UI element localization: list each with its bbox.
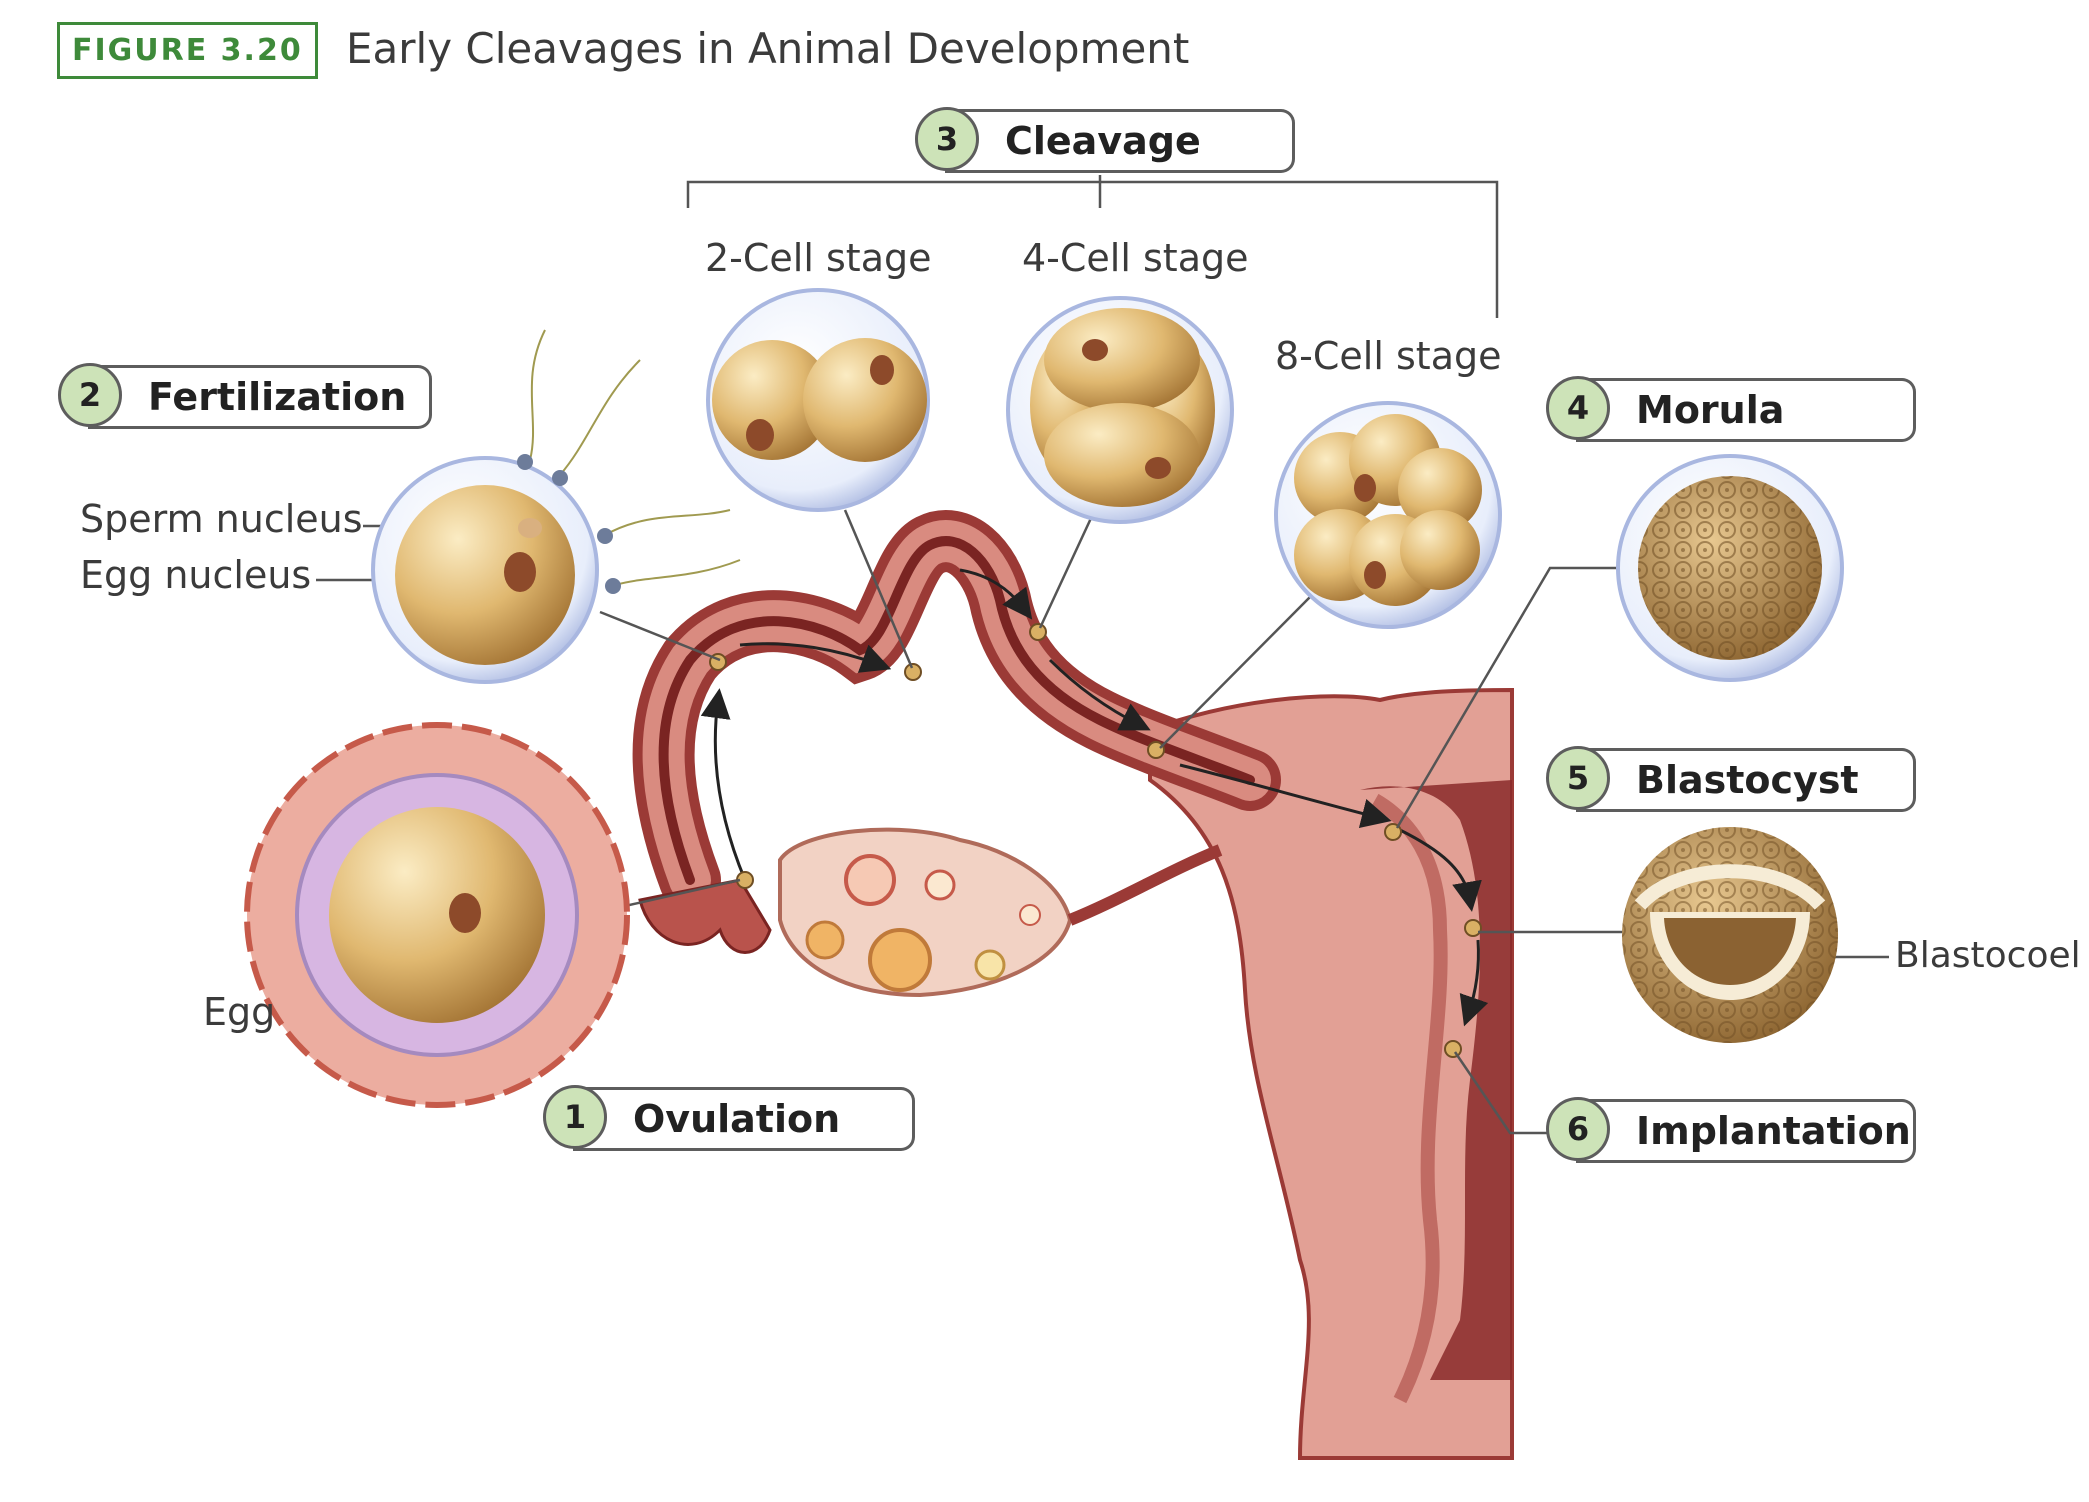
step-fertilization: 2 Fertilization (58, 363, 432, 429)
step-label: Implantation (1636, 1109, 1911, 1153)
two-cell-stage-label: 2-Cell stage (705, 236, 932, 280)
step-label: Cleavage (1005, 119, 1201, 163)
step-label: Ovulation (633, 1097, 841, 1141)
blastocoel-label: Blastocoel (1895, 935, 2081, 976)
step-ovulation: 1 Ovulation (543, 1085, 915, 1151)
step-pill (1576, 748, 1916, 812)
step-pill (945, 109, 1295, 173)
step-pill (88, 365, 432, 429)
step-morula: 4 Morula (1546, 376, 1916, 442)
oviduct (632, 510, 1281, 954)
step-pill (1576, 1099, 1916, 1163)
step-number-badge: 1 (543, 1085, 607, 1149)
fertilized-egg (371, 329, 741, 684)
migration-arrows (700, 568, 1489, 1027)
step-pill (1576, 378, 1916, 442)
ovary (778, 827, 1223, 998)
eight-cell-stage-label: 8-Cell stage (1275, 334, 1502, 378)
step-pill (573, 1087, 915, 1151)
egg-nucleus-label: Egg nucleus (80, 553, 312, 597)
figure-label: FIGURE 3.20 (57, 22, 318, 79)
step-number-badge: 5 (1546, 746, 1610, 810)
two-cell-embryo (706, 288, 930, 512)
step-number-badge: 6 (1546, 1097, 1610, 1161)
step-label: Fertilization (148, 375, 407, 419)
blastocyst (1622, 827, 1838, 1043)
step-number-badge: 2 (58, 363, 122, 427)
step-cleavage: 3 Cleavage (915, 107, 1295, 173)
step-number-badge: 3 (915, 107, 979, 171)
step-blastocyst: 5 Blastocyst (1546, 746, 1916, 812)
figure-title: Early Cleavages in Animal Development (346, 24, 1190, 73)
leader-lines (316, 175, 1889, 1135)
egg-cell (244, 722, 630, 1108)
uterus (1148, 687, 1514, 1460)
four-cell-stage-label: 4-Cell stage (1022, 236, 1249, 280)
morula (1616, 454, 1844, 682)
sperm-nucleus-label: Sperm nucleus (80, 497, 363, 541)
step-label: Blastocyst (1636, 758, 1859, 802)
step-label: Morula (1636, 388, 1785, 432)
eight-cell-embryo (1274, 401, 1502, 629)
four-cell-embryo (1006, 296, 1234, 524)
step-implantation: 6 Implantation (1546, 1097, 1916, 1163)
egg-label: Egg (203, 990, 276, 1034)
step-number-badge: 4 (1546, 376, 1610, 440)
